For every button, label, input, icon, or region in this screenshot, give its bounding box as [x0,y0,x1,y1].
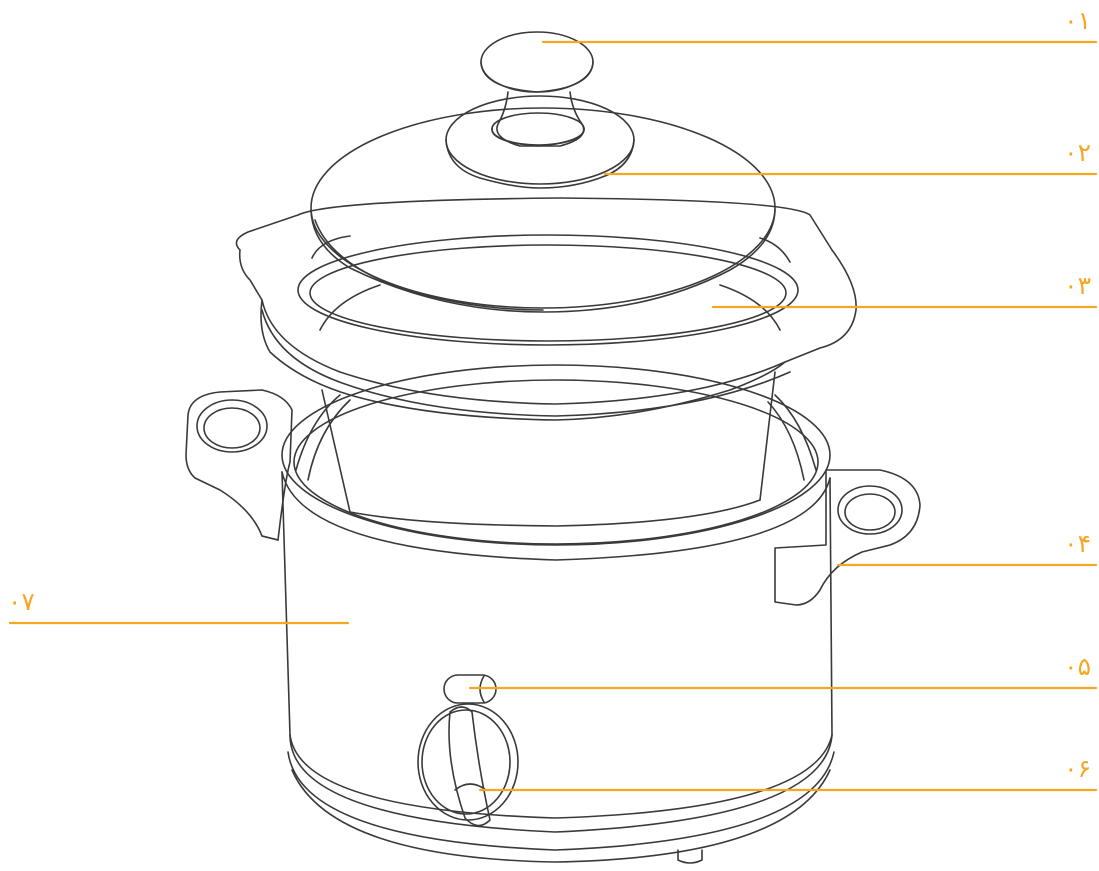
callout-label-6: ۰۶ [1064,756,1091,781]
callout-label-2: ۰۲ [1064,140,1091,165]
right-handle [775,470,920,605]
lid-knob-drawing [481,32,593,146]
lid-drawing [311,96,775,312]
callout-label-5: ۰۵ [1064,654,1091,679]
left-handle [186,390,292,540]
callout-label-3: ۰۳ [1064,273,1091,298]
control-dial-drawing [418,704,518,826]
callout-label-7: ۰۷ [8,589,35,614]
housing-body [282,365,834,863]
callout-label-1: ۰۱ [1064,8,1091,33]
callout-label-4: ۰۴ [1064,531,1091,556]
